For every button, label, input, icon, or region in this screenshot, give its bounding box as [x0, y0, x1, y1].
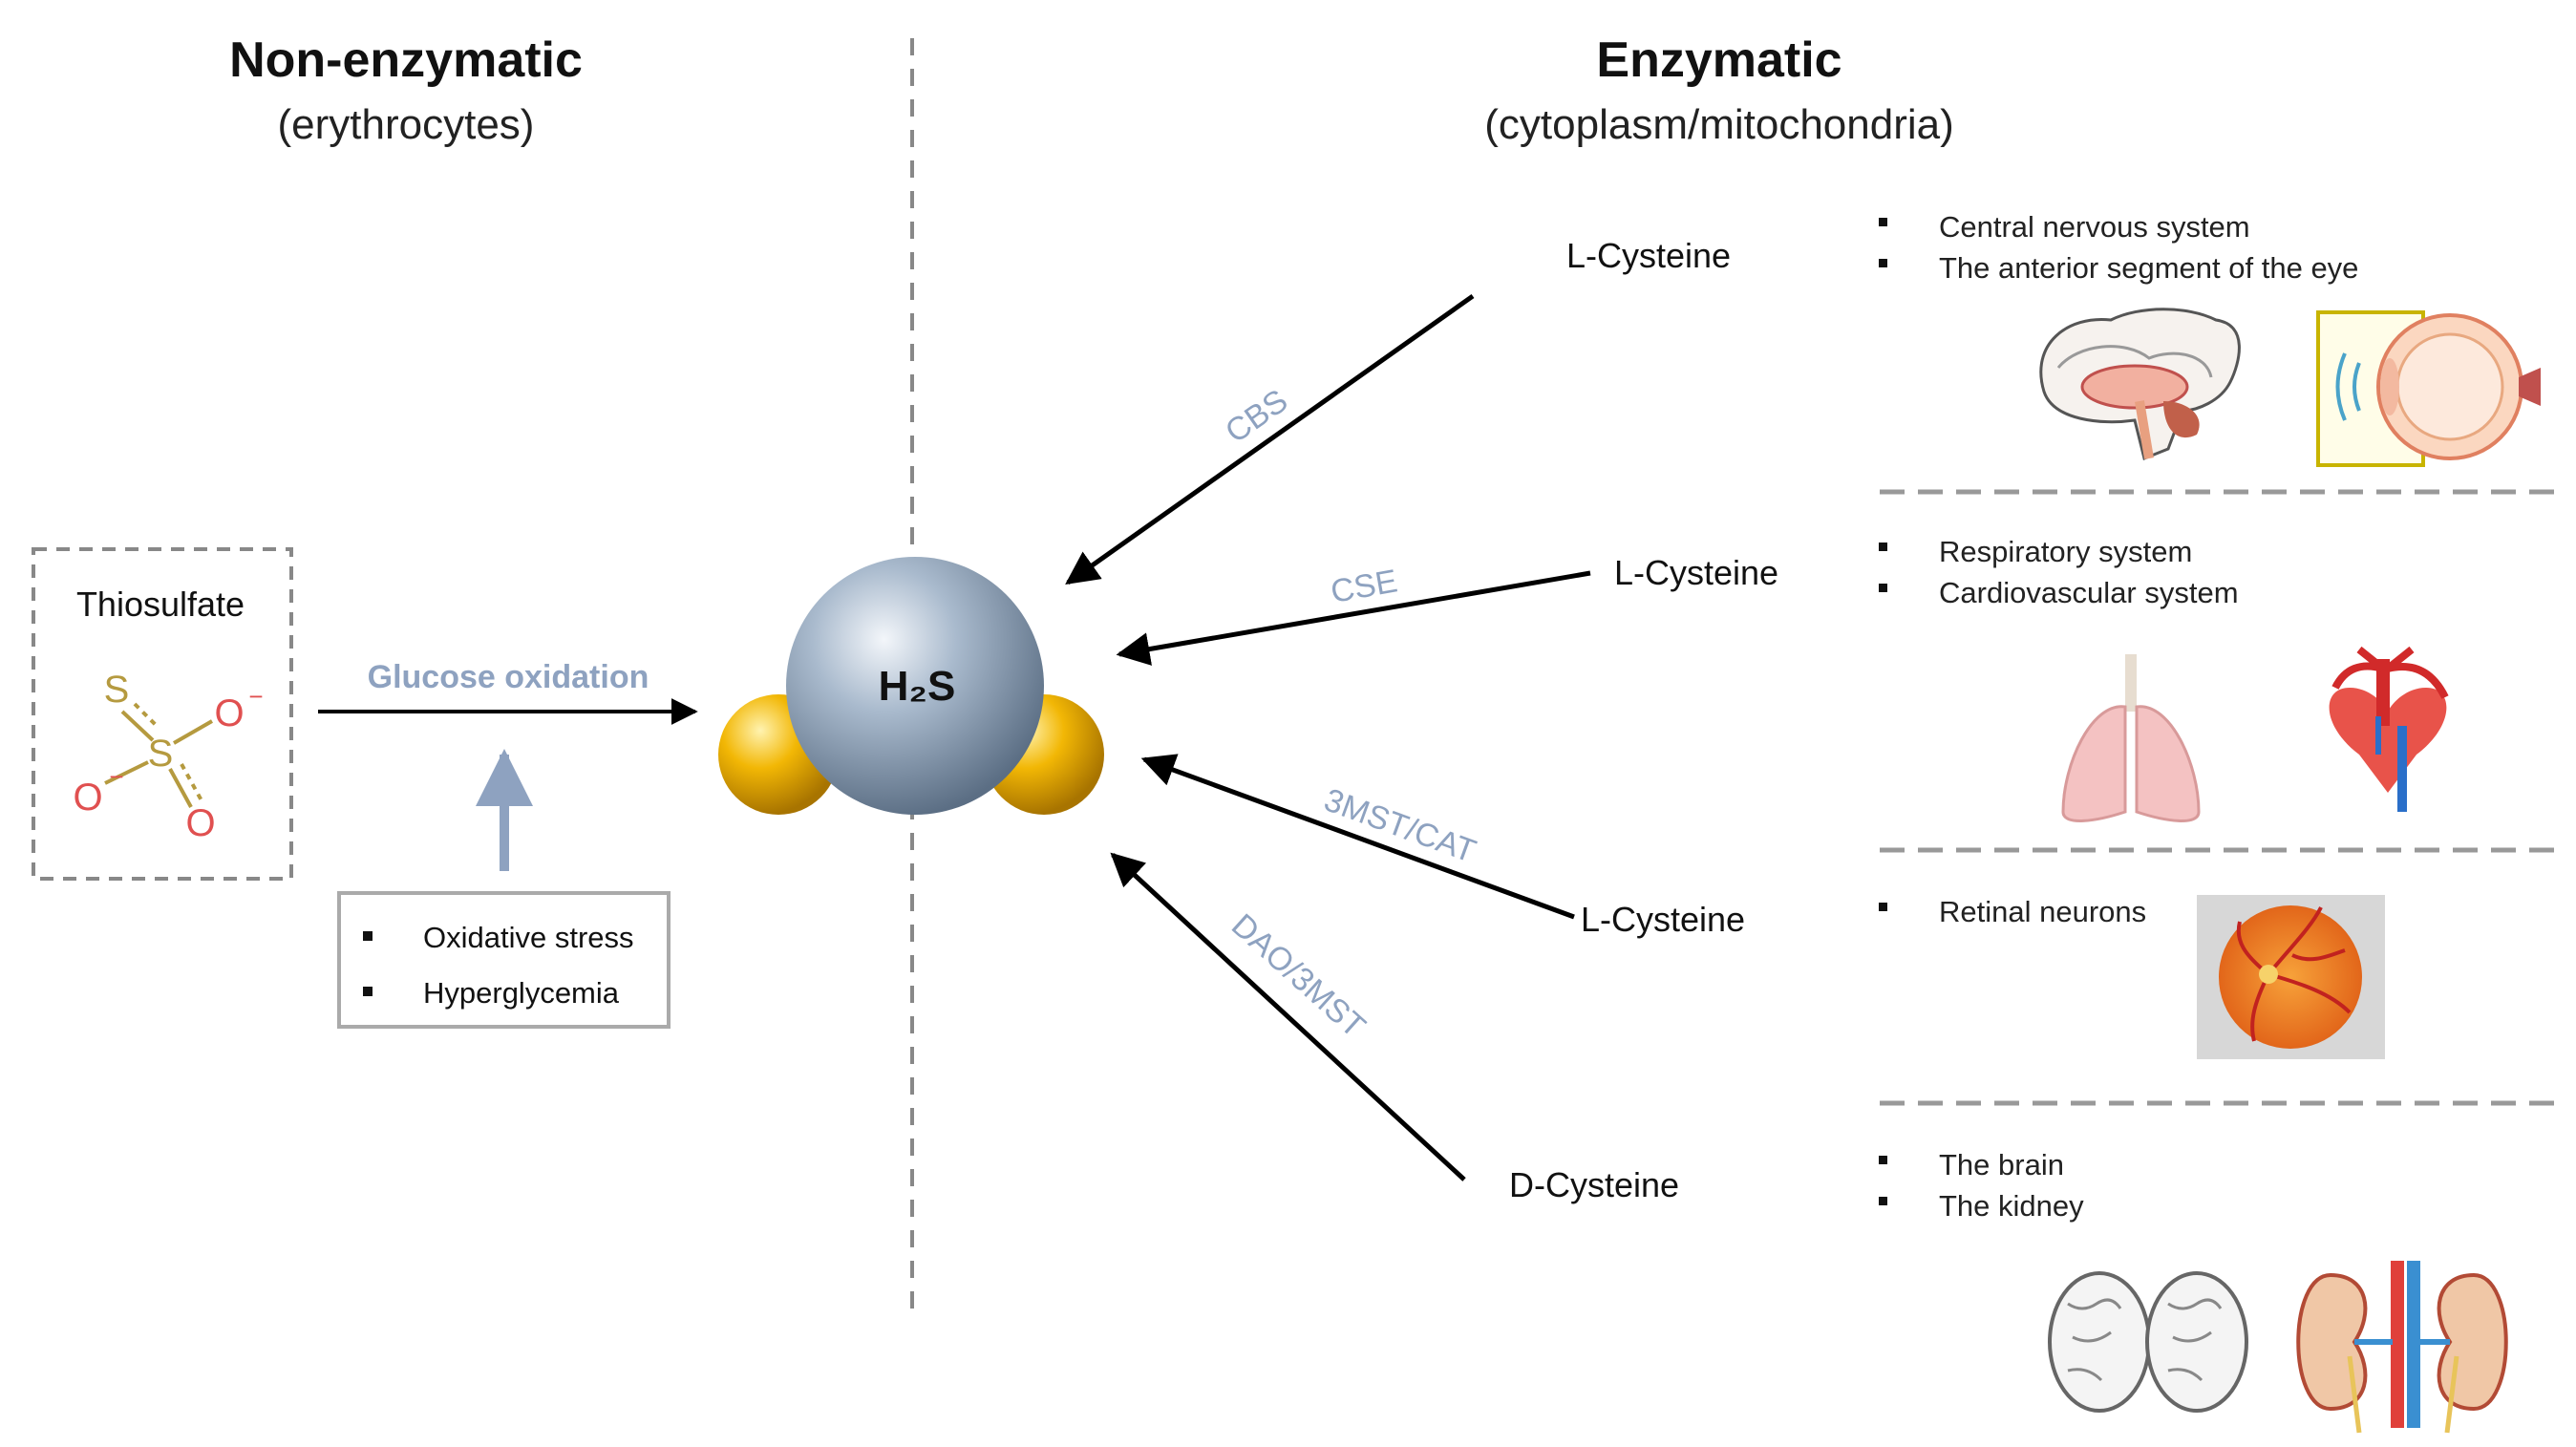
kidney-icon — [2296, 1261, 2508, 1434]
retina-icon — [2197, 895, 2385, 1059]
bullet — [1879, 584, 1887, 592]
factor-item: Oxidative stress — [423, 921, 634, 954]
right-subtitle: (cytoplasm/mitochondria) — [1484, 101, 1954, 148]
bullet — [1879, 903, 1887, 911]
bullet — [1879, 218, 1887, 226]
charge-left: − — [109, 762, 123, 791]
left-subtitle: (erythrocytes) — [278, 101, 535, 148]
atom-s-center: S — [148, 733, 174, 775]
3mst-cat-arrow — [1140, 754, 1575, 920]
thiosulfate-structure: S S O − O − O — [73, 669, 263, 844]
right-title: Enzymatic — [1596, 32, 1842, 88]
atom-o-right: O — [214, 692, 244, 734]
h2s-center-sphere — [786, 557, 1044, 815]
atom-s-top: S — [104, 669, 130, 711]
bullet — [363, 987, 373, 996]
brain-top-icon — [2048, 1271, 2248, 1413]
eye-icon — [2316, 310, 2541, 467]
lungs-icon — [2061, 654, 2201, 822]
bullet — [1879, 543, 1887, 551]
left-title: Non-enzymatic — [229, 32, 583, 88]
factor-item: Hyperglycemia — [423, 976, 620, 1010]
organ-item: Retinal neurons — [1939, 895, 2146, 928]
enzyme-cse: CSE — [1328, 563, 1399, 610]
thiosulfate-box: Thiosulfate S S O − O − O — [32, 547, 293, 881]
glucose-oxidation-label: Glucose oxidation — [368, 659, 649, 695]
substrate-4: D-Cysteine — [1509, 1165, 1679, 1204]
dao-3mst-arrow — [1110, 852, 1466, 1181]
organ-item: Respiratory system — [1939, 535, 2192, 568]
brain-sagittal-icon — [2039, 308, 2241, 461]
organ-item: The anterior segment of the eye — [1939, 251, 2358, 285]
cbs-arrow — [1065, 293, 1475, 585]
cse-arrow — [1116, 570, 1591, 666]
organ-item: The brain — [1939, 1148, 2064, 1181]
enzyme-3mst-cat: 3MST/CAT — [1319, 781, 1480, 869]
organ-item: Cardiovascular system — [1939, 576, 2239, 609]
bullet — [363, 931, 373, 941]
substrate-1: L-Cysteine — [1566, 236, 1731, 275]
enzyme-cbs: CBS — [1219, 382, 1294, 450]
h2s-label: H₂S — [879, 663, 956, 710]
charge-right: − — [248, 682, 263, 711]
organ-item: The kidney — [1939, 1189, 2084, 1223]
h2s-molecule: H₂S — [718, 557, 1104, 815]
heart-icon — [2329, 646, 2449, 812]
bullet — [1879, 1197, 1887, 1205]
atom-o-left: O — [73, 777, 102, 819]
atom-o-bottom: O — [185, 802, 215, 844]
bullet — [1879, 1156, 1887, 1164]
substrate-2: L-Cysteine — [1614, 553, 1778, 592]
organ-item: Central nervous system — [1939, 210, 2250, 244]
factors-box: Oxidative stress Hyperglycemia — [337, 891, 671, 1029]
substrate-3: L-Cysteine — [1581, 900, 1745, 939]
bullet — [1879, 259, 1887, 267]
thiosulfate-label: Thiosulfate — [76, 585, 245, 624]
